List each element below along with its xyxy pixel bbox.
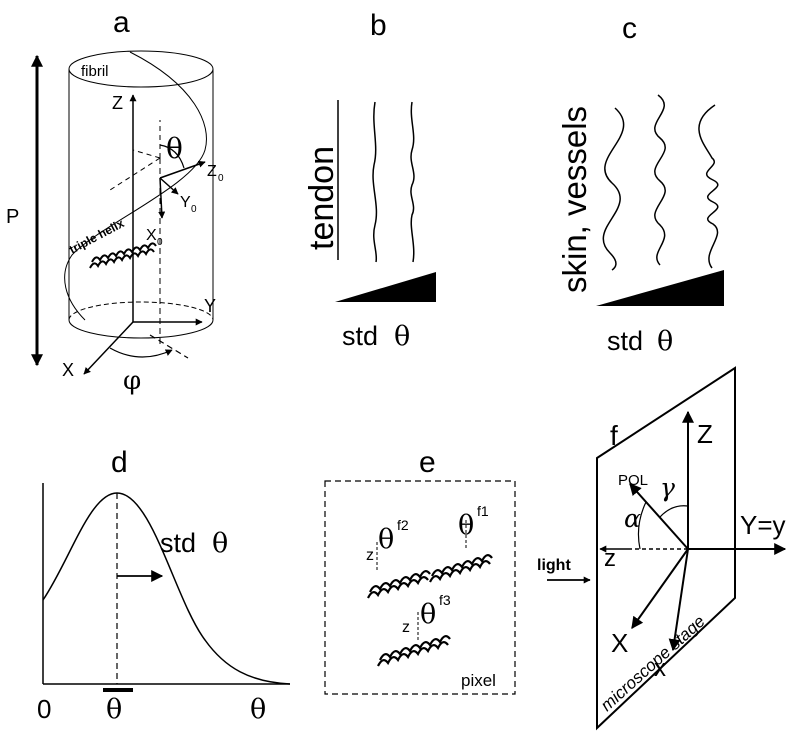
- std-theta-d: θ: [212, 528, 228, 559]
- origin-label: 0: [37, 694, 51, 724]
- wave-mid-freq: [654, 94, 666, 266]
- theta-f3-sup: f3: [439, 592, 451, 608]
- mean-theta-label: θ: [106, 694, 122, 725]
- std-wedge-b: [335, 272, 436, 302]
- pol-arrow: [629, 483, 689, 550]
- pitch-label: P: [6, 206, 19, 228]
- x-axis-theta-label: θ: [250, 694, 266, 725]
- microscope-stage-plane: [596, 366, 736, 731]
- helix-f1: [431, 554, 493, 577]
- pixel-box: [324, 480, 516, 695]
- panel-f-label: f: [610, 420, 618, 451]
- theta-f3: θ: [420, 599, 436, 630]
- z-label-f2: z: [366, 547, 374, 564]
- cylinder-bottom-back: [68, 301, 214, 321]
- std-label-b: std: [342, 321, 378, 351]
- alpha-label: α: [624, 504, 641, 533]
- gamma-arc: [659, 505, 689, 518]
- x0-label: X: [146, 227, 157, 244]
- helix-f2-b: [367, 576, 429, 599]
- y0-subscript: 0: [191, 204, 197, 215]
- panel-c: c skin, vessels std θ: [556, 12, 724, 357]
- f-x-label: X: [611, 628, 628, 658]
- f-small-x-label: x: [654, 655, 666, 682]
- panel-d-label: d: [111, 446, 128, 479]
- std-theta-b: θ: [394, 321, 410, 352]
- skin-vessels-label: skin, vessels: [556, 106, 593, 293]
- helix-f2: [369, 570, 431, 593]
- panel-f: f microscope stage Z Y=y z light POL α γ…: [537, 366, 787, 731]
- y0-arrow: [159, 177, 179, 195]
- panel-b-label: b: [370, 9, 387, 42]
- std-theta-c: θ: [657, 326, 673, 357]
- triple-helix-coil: [91, 242, 157, 263]
- x-axis: [83, 321, 134, 375]
- panel-d: d std θ 0 θ θ: [37, 446, 291, 725]
- x0-subscript: 0: [157, 237, 163, 248]
- f-x-axis: [631, 548, 689, 629]
- std-label-c: std: [607, 326, 643, 356]
- wave-low-freq: [602, 107, 625, 271]
- panel-a-label: a: [113, 6, 130, 39]
- std-label-d: std: [160, 528, 196, 558]
- theta-f2-sup: f2: [397, 517, 409, 533]
- fibril-label: fibril: [81, 63, 109, 80]
- panel-c-label: c: [622, 12, 637, 45]
- theta-f1-sup: f1: [477, 503, 489, 519]
- theta-label: θ: [166, 132, 183, 165]
- theta-f1: θ: [458, 510, 474, 541]
- y0-label: Y: [180, 194, 191, 211]
- cylinder-bottom-front: [68, 319, 214, 339]
- panel-e: e pixel θ f1 z θ f2 z θ f3: [324, 446, 516, 695]
- panel-b: b tendon std θ: [303, 9, 436, 352]
- z0-subscript: 0: [218, 173, 224, 184]
- f-small-z-label: z: [604, 545, 616, 572]
- x-axis-label: X: [62, 360, 74, 380]
- f-z-label: Z: [697, 419, 713, 449]
- wave-high-freq: [698, 104, 719, 269]
- fiber-slight-wave: [372, 101, 378, 263]
- helix-curve: [64, 51, 207, 321]
- z0-arrow: [159, 160, 206, 179]
- f-small-x-axis: [668, 548, 689, 652]
- panel-e-label: e: [419, 446, 436, 479]
- fiber-more-wave: [410, 101, 415, 263]
- diag-dash-guide-2: [132, 149, 161, 159]
- helix-f1-b: [429, 560, 491, 583]
- z0-label: Z: [207, 163, 217, 180]
- theta-f2: θ: [378, 524, 394, 555]
- triple-helix-coil-2: [89, 248, 155, 269]
- gamma-label: γ: [660, 473, 675, 502]
- z-label-f3: z: [402, 619, 410, 636]
- helix-f3-b: [377, 641, 449, 667]
- phi-label: φ: [123, 366, 141, 396]
- std-wedge-c: [596, 270, 724, 306]
- alpha-arc: [637, 501, 647, 550]
- y-axis-label: Y: [204, 296, 216, 316]
- x0-arrow: [158, 177, 166, 219]
- theta-arc: [159, 144, 185, 169]
- phi-dash: [149, 334, 189, 359]
- distribution-curve: [42, 492, 291, 685]
- f-y-label: Y=y: [740, 510, 786, 540]
- triple-helix-label: triple helix: [67, 216, 127, 257]
- pixel-label: pixel: [461, 671, 496, 690]
- panel-a: a P fibril triple helix Z Y X φ: [6, 6, 224, 396]
- helix-f3: [379, 635, 451, 661]
- diag-dash-guide-1: [109, 157, 161, 191]
- light-label: light: [537, 557, 571, 574]
- z-axis-label: Z: [112, 93, 123, 113]
- phi-arc: [109, 347, 173, 358]
- pol-label: POL: [618, 472, 648, 489]
- tendon-label: tendon: [303, 146, 341, 250]
